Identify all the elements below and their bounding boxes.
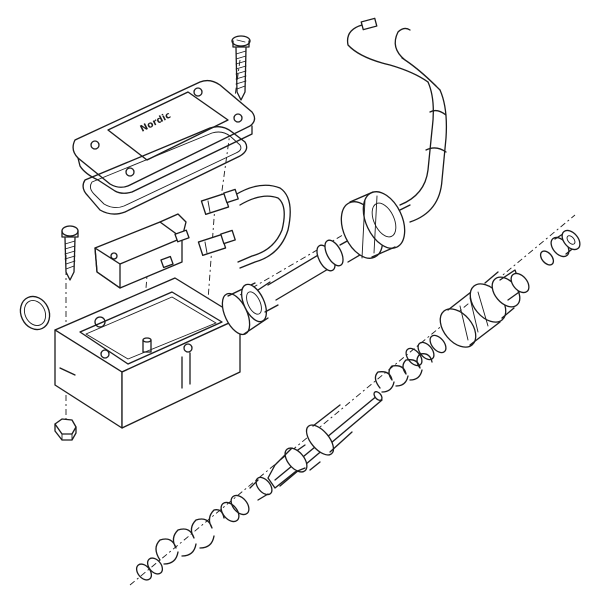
washers <box>135 250 555 581</box>
micro-switch <box>94 213 190 289</box>
wire-terminals <box>197 184 291 269</box>
cable-wires <box>346 17 448 223</box>
springs <box>155 353 433 565</box>
piston-body <box>249 404 353 501</box>
end-nut <box>550 229 581 258</box>
switch-screw <box>61 225 79 281</box>
housing-nut <box>54 418 77 441</box>
o-ring <box>19 295 51 331</box>
cable-gland <box>221 281 279 336</box>
valve-body <box>439 269 530 348</box>
cover-gasket <box>82 126 248 215</box>
cover-plate: Nordic <box>72 79 256 194</box>
cover-screw <box>231 35 251 101</box>
gland-nut <box>340 191 411 259</box>
cable-conduit <box>267 234 366 301</box>
switch-housing <box>54 277 241 429</box>
